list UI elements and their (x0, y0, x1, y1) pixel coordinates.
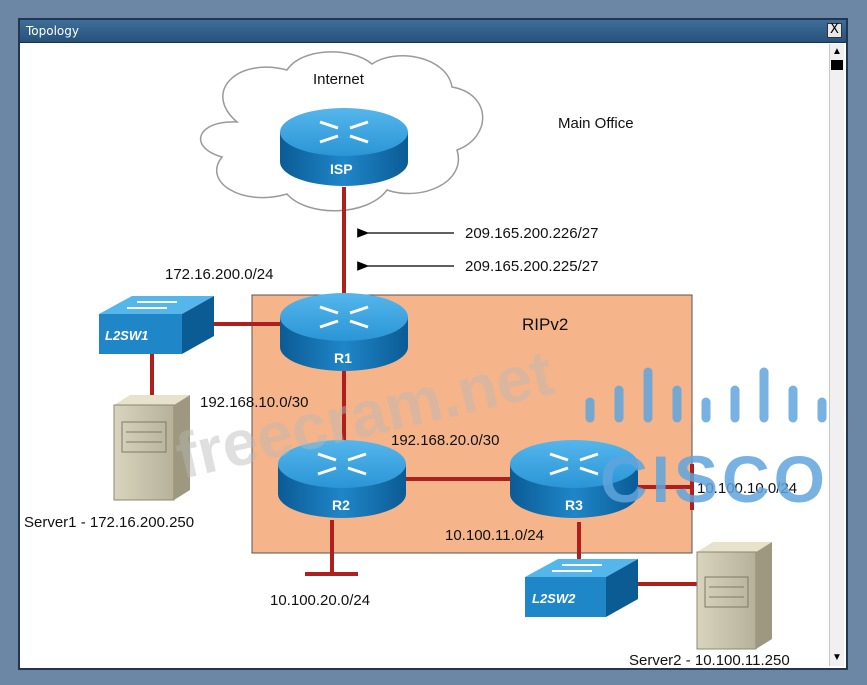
topology-diagram: Internet Main Office RIPv2 209.165.200.2… (24, 51, 829, 668)
net-r1-r2-label: 192.168.10.0/30 (200, 394, 308, 411)
main-office-label: Main Office (558, 115, 634, 132)
address-arrows (357, 228, 454, 271)
router-r1-label: R1 (334, 350, 352, 366)
switch-l2sw2-label: L2SW2 (532, 591, 576, 606)
router-isp-label: ISP (330, 161, 353, 177)
router-r3-label: R3 (565, 497, 583, 513)
server1-label: Server1 - 172.16.200.250 (24, 514, 194, 531)
switch-l2sw1-label: L2SW1 (105, 328, 148, 343)
window-title: Topology (26, 24, 79, 38)
router-r2: R2 (278, 440, 406, 518)
server1 (113, 395, 190, 501)
window-titlebar: Topology X (20, 20, 846, 43)
links (150, 187, 707, 586)
close-button[interactable]: X (827, 23, 842, 38)
router-r1: R1 (280, 293, 408, 371)
router-r2-label: R2 (332, 497, 350, 513)
server2-label: Server2 - 10.100.11.250 (629, 652, 790, 668)
internet-label: Internet (313, 71, 365, 88)
isp-address-2: 209.165.200.225/27 (465, 258, 598, 275)
vertical-scrollbar[interactable]: ▲ ▼ (829, 44, 844, 666)
topology-window: Topology X Internet (18, 18, 848, 670)
lan-l2sw1-label: 172.16.200.0/24 (165, 266, 273, 283)
rip-label: RIPv2 (522, 315, 568, 334)
lan-r3-a-label: 10.100.10.0/24 (697, 480, 797, 497)
lan-r2-label: 10.100.20.0/24 (270, 592, 370, 609)
cisco-logo-text: CISCO (600, 442, 829, 516)
scroll-down-arrow-icon[interactable]: ▼ (832, 652, 842, 663)
router-isp: ISP (280, 108, 408, 186)
scroll-thumb[interactable] (831, 60, 843, 70)
switch-l2sw1: L2SW1 (99, 296, 214, 354)
isp-address-1: 209.165.200.226/27 (465, 225, 598, 242)
router-r3: R3 (510, 440, 638, 518)
switch-l2sw2: L2SW2 (525, 559, 638, 617)
scroll-up-arrow-icon[interactable]: ▲ (832, 46, 842, 57)
lan-r3-b-label: 10.100.11.0/24 (445, 527, 544, 544)
cisco-logo: CISCO (585, 367, 829, 516)
net-r2-r3-label: 192.168.20.0/30 (391, 432, 499, 449)
server2 (696, 542, 772, 650)
